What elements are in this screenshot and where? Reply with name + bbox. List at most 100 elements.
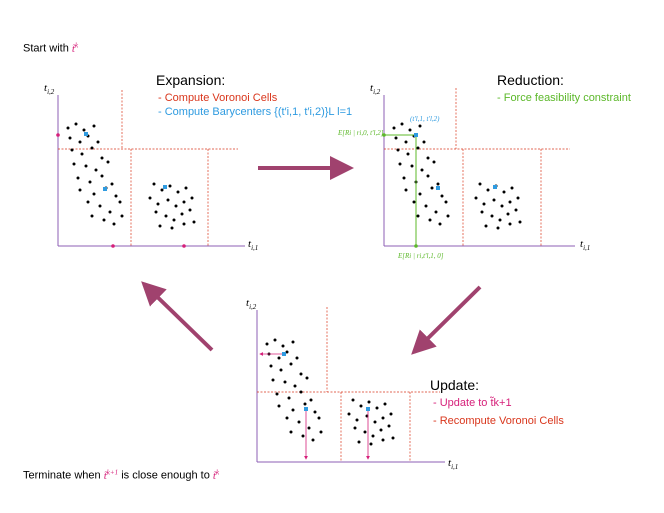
- expansion-point: [172, 218, 176, 222]
- expansion-item-1: - Compute Voronoi Cells: [158, 92, 278, 104]
- expansion-point: [114, 194, 118, 198]
- cycle-arrow-update-to-expansion: [141, 281, 214, 352]
- terminate-label: Terminate when t̃k+1 is close enough to …: [23, 468, 219, 482]
- update-point: [305, 376, 309, 380]
- update-point: [317, 416, 321, 420]
- update-barycenter-2: [304, 407, 308, 411]
- expansion-point: [170, 226, 174, 230]
- expansion-point: [184, 186, 188, 190]
- reduction-point: [482, 202, 486, 206]
- reduction-point: [440, 194, 444, 198]
- update-point: [297, 420, 301, 424]
- update-point: [379, 428, 383, 432]
- expansion-point: [86, 200, 90, 204]
- expansion-point: [92, 124, 96, 128]
- update-point: [265, 342, 269, 346]
- expansion-point: [100, 174, 104, 178]
- reduction-point: [498, 218, 502, 222]
- update-point: [299, 372, 303, 376]
- update-point: [285, 350, 289, 354]
- expansion-point: [188, 208, 192, 212]
- update-point: [307, 426, 311, 430]
- update-point: [293, 384, 297, 388]
- expansion-point: [66, 126, 70, 130]
- reduction-point: [438, 222, 442, 226]
- start-prefix: Start with: [23, 42, 69, 55]
- expansion-voronoi-cells: [58, 90, 238, 246]
- reduction-point: [426, 174, 430, 178]
- reduction-point: [444, 200, 448, 204]
- expansion-point: [166, 198, 170, 202]
- reduction-point: [434, 210, 438, 214]
- reduction-point: [412, 200, 416, 204]
- update-point: [269, 364, 273, 368]
- reduction-marker-y: [382, 133, 386, 137]
- reduction-point: [404, 188, 408, 192]
- update-point: [381, 438, 385, 442]
- update-point: [301, 434, 305, 438]
- start-label: Start with t̃k: [23, 41, 78, 55]
- expansion-point: [82, 128, 86, 132]
- update-barycenter-1: [282, 352, 286, 356]
- expansion-point: [78, 188, 82, 192]
- expansion-point: [148, 196, 152, 200]
- terminate-middle: is close enough to: [121, 469, 210, 482]
- reduction-y-label: ti,2: [370, 82, 381, 97]
- update-point: [319, 430, 323, 434]
- reduction-point: [446, 214, 450, 218]
- update-point: [373, 420, 377, 424]
- reduction-point: [406, 152, 410, 156]
- expansion-point: [156, 202, 160, 206]
- reduction-panel: [382, 88, 575, 248]
- reduction-point: [408, 128, 412, 132]
- reduction-point: [492, 198, 496, 202]
- expansion-data-points: [66, 122, 196, 230]
- update-data-points: [265, 338, 395, 446]
- reduction-point: [416, 214, 420, 218]
- update-point: [291, 340, 295, 344]
- update-point: [369, 442, 373, 446]
- update-point: [353, 426, 357, 430]
- reduction-point: [392, 126, 396, 130]
- terminate-var2: t̃k: [212, 468, 220, 482]
- update-point: [271, 378, 275, 382]
- reduction-point: [428, 218, 432, 222]
- expansion-point: [98, 204, 102, 208]
- update-point: [283, 380, 287, 384]
- update-point: [275, 392, 279, 396]
- reduction-point: [510, 186, 514, 190]
- expansion-point: [152, 182, 156, 186]
- update-point: [281, 344, 285, 348]
- expansion-point: [90, 146, 94, 150]
- update-point: [291, 408, 295, 412]
- reduction-point: [516, 196, 520, 200]
- start-var: t̃k: [71, 41, 79, 55]
- expansion-point: [78, 140, 82, 144]
- expansion-barycenter-3: [163, 185, 167, 189]
- reduction-title: Reduction:: [497, 72, 564, 88]
- reduction-point: [418, 124, 422, 128]
- expansion-point: [168, 184, 172, 188]
- expansion-item-2: - Compute Barycenters {(t′i,1, t′i,2)}L …: [158, 106, 353, 118]
- expansion-y-label: ti,2: [44, 82, 55, 97]
- update-point: [363, 430, 367, 434]
- reduction-point: [418, 192, 422, 196]
- reduction-point: [400, 122, 404, 126]
- expansion-marker-x2: [182, 244, 186, 248]
- reduction-point: [396, 148, 400, 152]
- expansion-point: [90, 214, 94, 218]
- reduction-point: [508, 200, 512, 204]
- expansion-point: [110, 182, 114, 186]
- expansion-point: [192, 220, 196, 224]
- reduction-point: [480, 210, 484, 214]
- update-title: Update:: [430, 377, 480, 393]
- expansion-marker-x1: [111, 244, 115, 248]
- update-point: [347, 412, 351, 416]
- reduction-constraint-x-label: E[Ri | ri,t′l,1, 0]: [398, 252, 444, 260]
- expansion-point: [68, 136, 72, 140]
- reduction-point: [432, 160, 436, 164]
- update-point: [287, 396, 291, 400]
- expansion-point: [182, 200, 186, 204]
- reduction-point: [474, 196, 478, 200]
- expansion-point: [74, 122, 78, 126]
